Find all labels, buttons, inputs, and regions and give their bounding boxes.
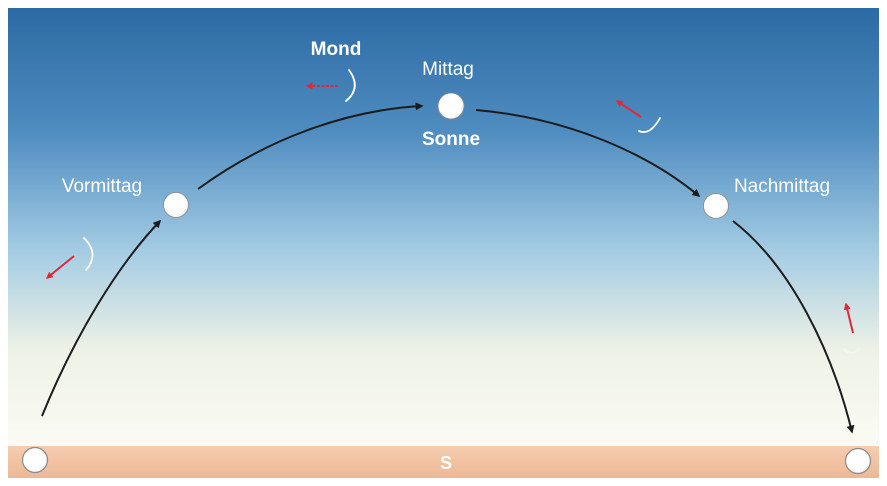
label-south: S bbox=[440, 453, 452, 473]
label-afternoon: Nachmittag bbox=[734, 176, 830, 197]
arc-segment-afternoon bbox=[475, 109, 701, 198]
moon-motion-arrow-4-icon bbox=[843, 302, 854, 334]
arc-segment-morning bbox=[197, 102, 424, 190]
crescent-moon-icon-1 bbox=[83, 237, 94, 271]
label-morning: Vormittag bbox=[62, 176, 142, 197]
sun-afternoon-icon bbox=[703, 193, 729, 219]
crescent-moon-icon-3 bbox=[638, 117, 661, 133]
arc-segment-set bbox=[732, 220, 855, 434]
sun-sunset-icon bbox=[844, 447, 872, 475]
moon-motion-arrow-1-icon bbox=[45, 255, 75, 279]
sun-sunrise-icon bbox=[21, 446, 49, 474]
sun-noon-icon bbox=[437, 92, 465, 120]
label-sun: Sonne bbox=[422, 129, 480, 150]
sun-path-arc bbox=[41, 102, 855, 434]
moon-motion-arrow-3-icon bbox=[615, 100, 642, 118]
crescent-moon-icon-2 bbox=[345, 69, 356, 102]
label-noon: Mittag bbox=[422, 59, 474, 80]
ground-strip bbox=[8, 446, 879, 478]
arc-segment-rise bbox=[41, 219, 162, 417]
sun-morning-icon bbox=[163, 192, 189, 218]
label-moon: Mond bbox=[311, 39, 362, 60]
crescent-moon-icon-4 bbox=[843, 348, 861, 354]
